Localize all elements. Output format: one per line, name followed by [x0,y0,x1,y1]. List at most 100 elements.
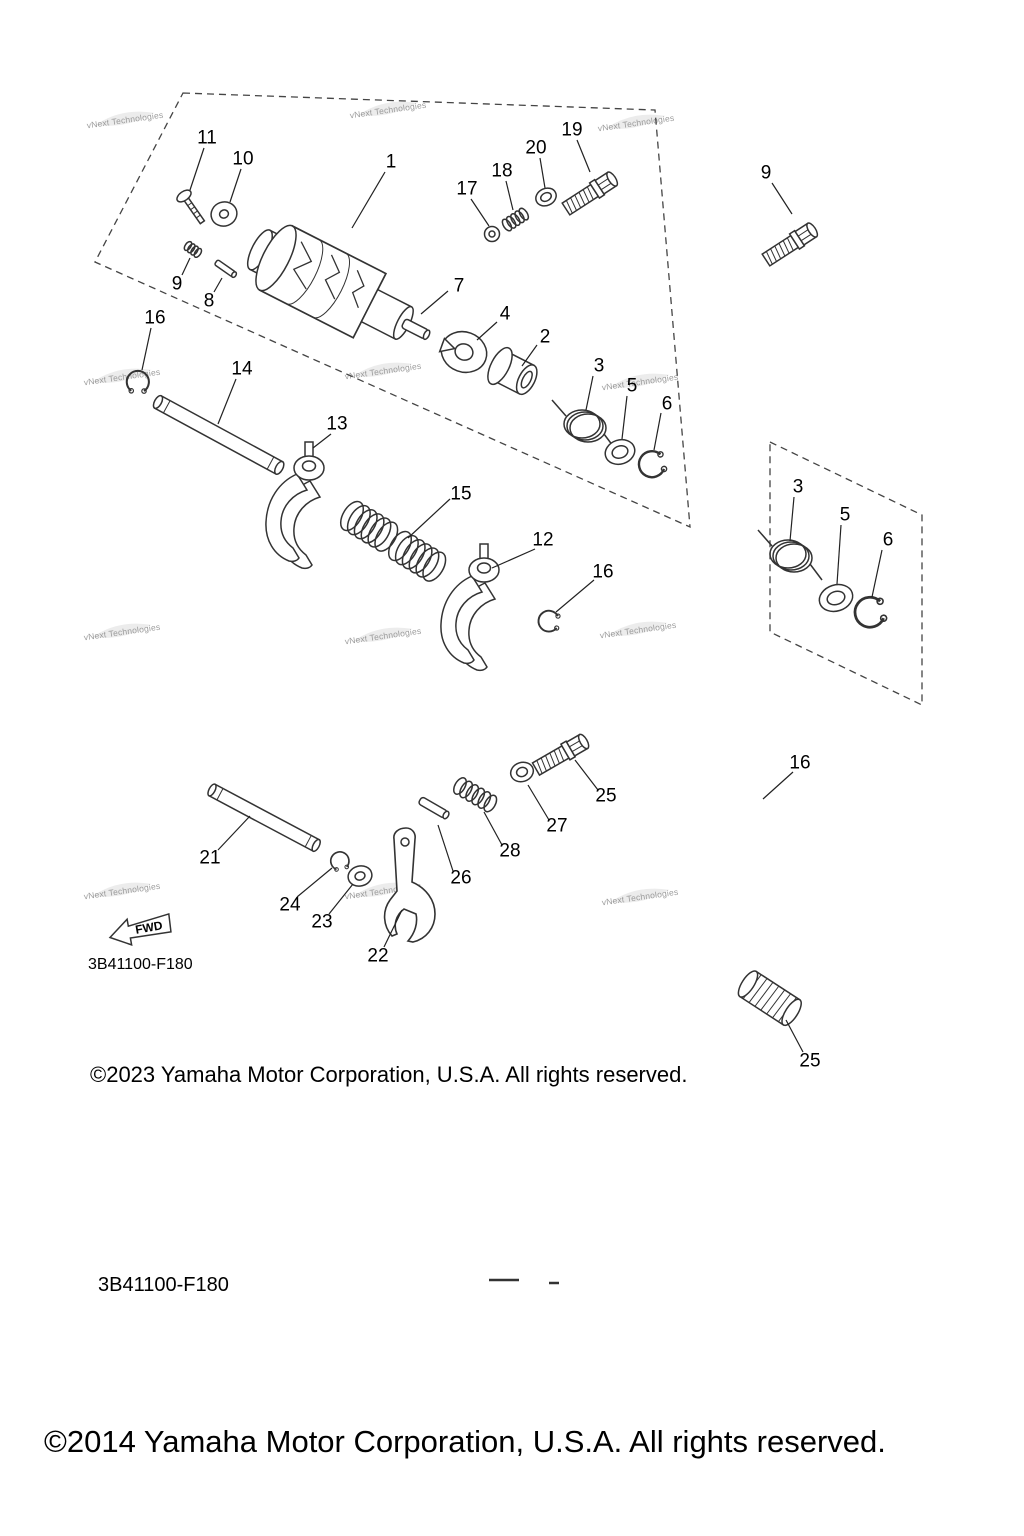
watermark: vNext Technologies [86,110,164,131]
drawing-number-top: 3B41100-F180 [88,956,193,973]
callout-23: 23 [311,912,332,933]
callout-16: 16 [789,753,810,774]
callout-leader-line [229,168,242,203]
svg-text:vNext Technologies: vNext Technologies [599,620,677,641]
callout-leader-line [312,433,332,449]
part-17-ring [483,225,501,243]
callout-leader-line [576,139,591,173]
callout-20: 20 [525,138,546,159]
callout-leader-line [470,198,490,227]
callout-leader-line [771,182,793,215]
callout-leader-line [539,157,546,189]
callout-13: 13 [326,414,347,435]
part-3-torsion-spring [551,399,617,451]
part-22-shift-lever [383,827,436,943]
callout-leader-line [785,1019,804,1053]
part-19-bolt-right [760,219,821,269]
callout-9: 9 [172,274,183,295]
part-6-circlip-right [851,593,889,631]
callout-leader-line [181,257,191,276]
part-1-shift-cam [246,224,431,341]
callout-5: 5 [627,376,638,397]
callout-19: 19 [561,120,582,141]
callout-16: 16 [144,308,165,329]
part-15-springs [335,496,451,586]
part-18-spring [501,207,530,232]
callout-21: 21 [199,848,220,869]
callout-leader-line [621,395,628,440]
watermark: vNext Technologies [599,620,677,641]
callout-leader-line [483,811,503,846]
callout-8: 8 [204,291,215,312]
callout-10: 10 [232,149,253,170]
callout-leader-line [351,171,386,229]
callout-leader-line [653,412,662,451]
dashed-box-main [94,92,691,529]
callout-leader-line [213,277,223,293]
svg-text:vNext Technologies: vNext Technologies [601,372,679,393]
callout-9: 9 [761,163,772,184]
callout-leader-line [437,824,454,872]
part-27-washer [509,761,535,783]
callout-3: 3 [793,477,804,498]
svg-text:vNext Technologies: vNext Technologies [86,110,164,131]
watermark: vNext Technologies [601,372,679,393]
part-10-washer [210,201,238,227]
watermark: vNext Technologies [601,887,679,908]
callout-leader-line [217,378,237,425]
dashed-box-right [769,440,923,707]
callout-leader-line [141,327,152,371]
copyright-2023: ©2023 Yamaha Motor Corporation, U.S.A. A… [90,1062,688,1087]
part-16-circlip-mid [535,608,563,635]
callout-4: 4 [500,304,511,325]
callout-leader-line [762,771,794,800]
callout-leader-line [407,498,451,539]
part-7-pin [401,318,431,341]
watermark: vNext Technologies [83,622,161,643]
callout-27: 27 [546,816,567,837]
callout-leader-line [585,375,594,411]
watermark: vNext Technologies [344,361,422,382]
callout-28: 28 [499,841,520,862]
callout-leader-line [476,321,498,341]
drawing-number-bottom: 3B41100-F180 [98,1274,229,1296]
callout-1: 1 [386,152,397,173]
callout-leader-line [328,883,354,915]
watermark-layer: vNext Technologies vNext Technologies vNex… [83,100,679,908]
svg-text:vNext Technologies: vNext Technologies [601,887,679,908]
callout-12: 12 [532,530,553,551]
part-9-spring [183,240,203,259]
callout-leader-line [871,549,883,598]
callout-26: 26 [450,868,471,889]
fwd-label: FWD [134,918,164,937]
svg-text:vNext Technologies: vNext Technologies [597,113,675,134]
svg-text:vNext Technologies: vNext Technologies [344,626,422,647]
watermark: vNext Technologies [344,626,422,647]
svg-text:vNext Technologies: vNext Technologies [83,622,161,643]
callout-leader-line [521,344,538,367]
callout-leader-line [836,524,842,585]
part-5-washer-right [818,583,854,613]
callout-18: 18 [491,161,512,182]
callout-leader-line [574,759,599,791]
svg-text:vNext Technologies: vNext Technologies [344,361,422,382]
svg-text:vNext Technologies: vNext Technologies [349,100,427,121]
callout-2: 2 [540,327,551,348]
callout-6: 6 [662,394,673,415]
callout-leader-line [527,784,550,821]
callout-11: 11 [197,128,217,149]
callout-6: 6 [883,530,894,551]
callout-leader-line [789,496,795,542]
part-28-spring [453,777,498,813]
part-20-washer [535,187,557,207]
callout-16: 16 [592,562,613,583]
watermark: vNext Technologies [597,113,675,134]
callout-7: 7 [454,276,465,297]
part-14-shaft [152,394,285,476]
callout-17: 17 [456,179,477,200]
callout-leader-line [555,579,595,613]
copyright-2014: ©2014 Yamaha Motor Corporation, U.S.A. A… [44,1424,886,1459]
callout-25: 25 [595,786,616,807]
